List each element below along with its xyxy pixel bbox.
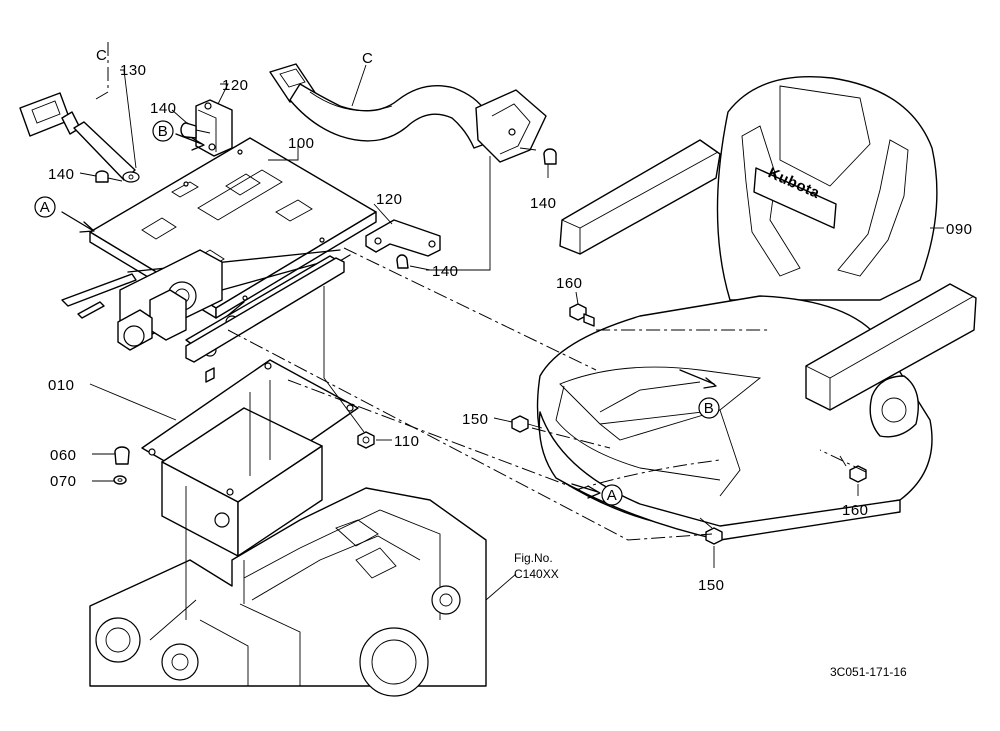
label-130: 130: [120, 62, 147, 79]
drawing-number: 3C051-171-16: [830, 665, 907, 679]
label-010: 010: [48, 377, 75, 394]
fig-reference-code: C140XX: [514, 567, 559, 581]
label-140-belt: 140: [530, 195, 557, 212]
label-120-right: 120: [376, 191, 403, 208]
label-060: 060: [50, 447, 77, 464]
seat-090: Kubota: [536, 76, 977, 541]
label-100: 100: [288, 135, 315, 152]
callout-a-left: A: [34, 196, 56, 218]
label-140-left: 140: [48, 166, 75, 183]
svg-text:B: B: [158, 123, 169, 140]
callout-b-left: B: [152, 120, 174, 142]
bolt-140-belt: [519, 147, 557, 178]
bolt-060: [92, 446, 130, 465]
fig-reference-label: Fig.No.: [514, 551, 553, 565]
transmission-case: [89, 487, 517, 697]
svg-text:A: A: [40, 199, 51, 216]
callout-c-top: C: [362, 50, 373, 67]
label-160-top: 160: [556, 275, 583, 292]
bolt-140-top: [171, 109, 211, 139]
label-160-bottom: 160: [842, 502, 869, 519]
svg-text:B: B: [704, 400, 715, 417]
callout-a-right: A: [601, 484, 623, 506]
seat-bracket-010: [89, 359, 359, 557]
bolt-140-mid: [396, 254, 431, 271]
label-140-top: 140: [150, 100, 177, 117]
seat-suspension-100: [61, 137, 377, 383]
label-150-mid: 150: [462, 411, 489, 428]
label-070: 070: [50, 473, 77, 490]
bolt-150-bottom: [699, 517, 723, 568]
label-150-bottom: 150: [698, 577, 725, 594]
bracket-120-right: [365, 203, 441, 257]
bolt-140-left: [79, 170, 123, 183]
callout-c-left: C: [96, 47, 107, 64]
nut-110: [323, 286, 392, 449]
bolt-160-top: [569, 291, 595, 327]
label-140-mid: 140: [432, 263, 459, 280]
callout-b-right: B: [698, 397, 720, 419]
svg-text:A: A: [607, 487, 618, 504]
bracket-120-top: [195, 83, 233, 157]
bolt-150-mid: [493, 415, 543, 433]
label-110: 110: [394, 433, 419, 450]
label-120-top: 120: [222, 77, 249, 94]
label-090: 090: [946, 221, 973, 238]
washer-070: [92, 475, 127, 485]
seat-belt-buckle: [19, 42, 140, 183]
seat-belt: [269, 63, 547, 163]
